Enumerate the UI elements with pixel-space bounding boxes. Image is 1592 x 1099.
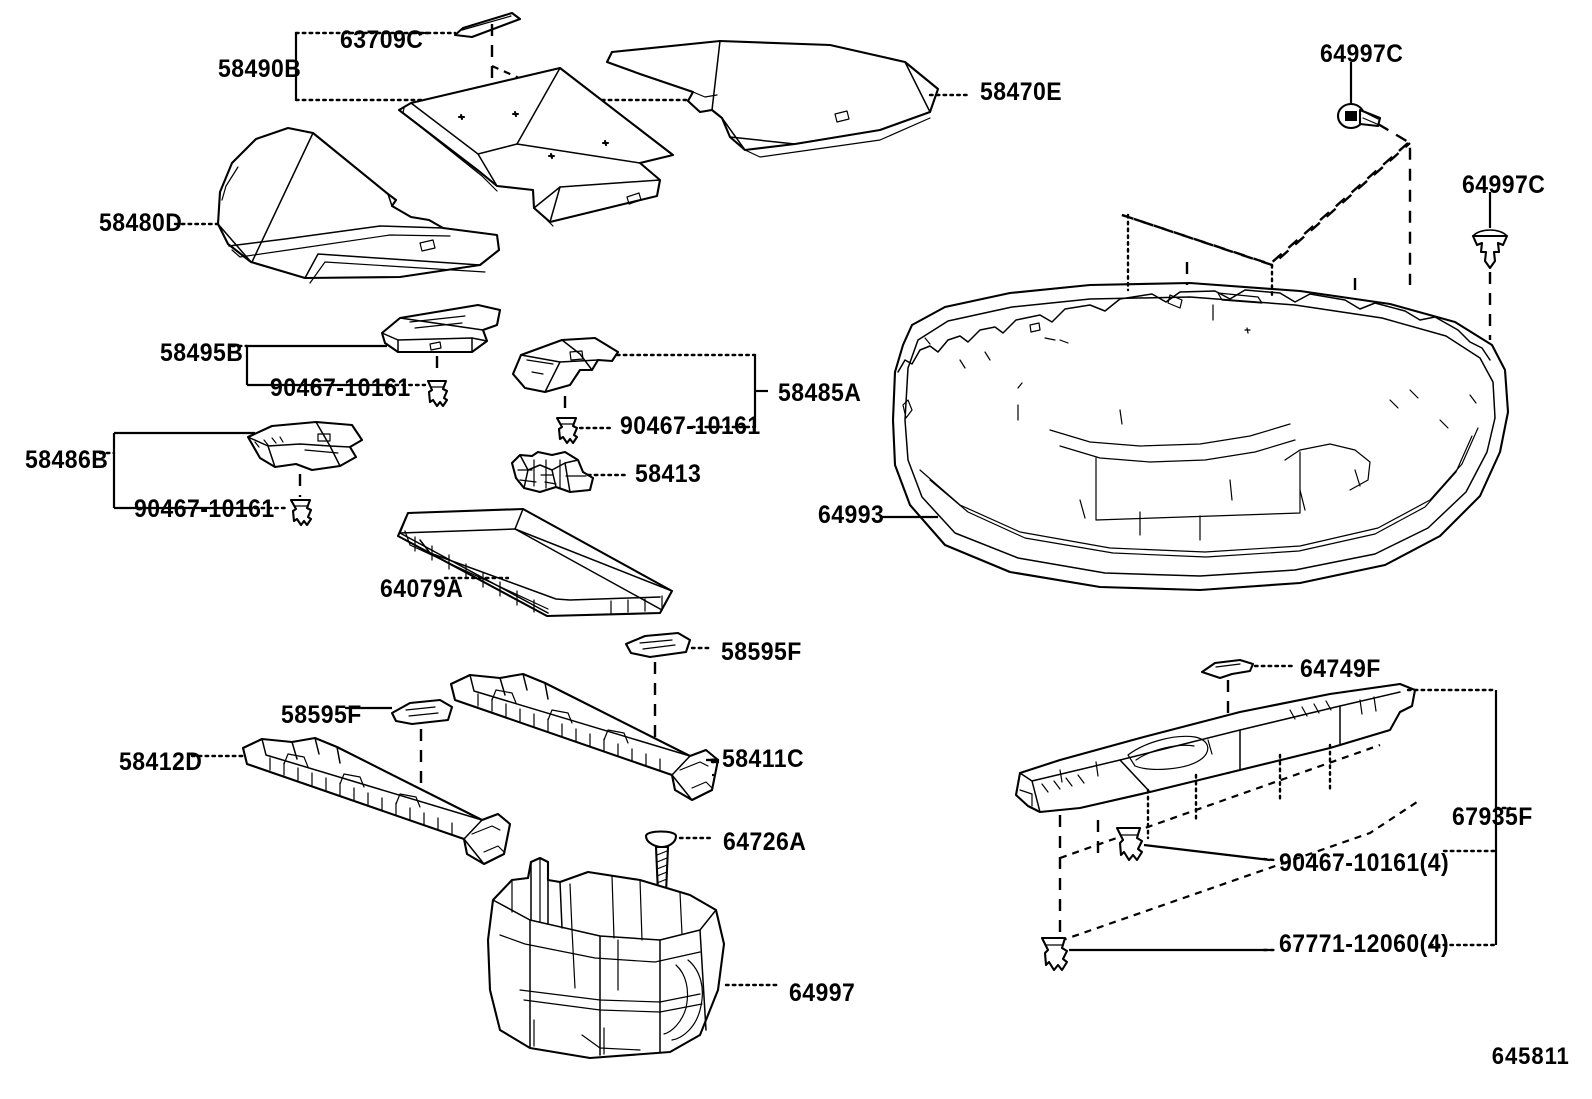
bracket-58486b <box>98 431 255 510</box>
part-64997 <box>486 856 726 1060</box>
part-58413 <box>510 450 595 494</box>
clip-90467-10161-b <box>555 416 579 445</box>
part-64749f <box>1200 658 1255 680</box>
part-64079a <box>396 507 674 618</box>
part-label-90467-10161-58495b: 90467-10161 <box>270 374 411 402</box>
part-label-64749f: 64749F <box>1300 655 1381 683</box>
part-label-58470e: 58470E <box>980 78 1063 106</box>
assembly-line-67935f-b <box>1059 799 1421 943</box>
part-58470e <box>605 39 940 158</box>
diagram-number: 645811 <box>1492 1043 1570 1070</box>
clip-90467-10161-c <box>289 498 313 527</box>
part-label-90467-10161-58485a: 90467-10161 <box>620 412 761 440</box>
assembly-line-64997c-top-d <box>1121 142 1411 267</box>
fastener-64997c-top <box>1336 62 1382 130</box>
part-label-90467-10161-4: 90467-10161(4) <box>1279 849 1450 877</box>
part-label-58495b: 58495B <box>160 339 244 367</box>
part-label-90467-10161-58486b: 90467-10161 <box>134 495 275 523</box>
part-label-64997: 64997 <box>789 979 856 1007</box>
part-label-58485a: 58485A <box>778 379 862 407</box>
fastener-64997c-right <box>1471 192 1509 270</box>
part-label-67935f: 67935F <box>1452 803 1533 831</box>
assembly-line-67935f-c <box>1059 743 1381 860</box>
part-label-58486b: 58486B <box>25 446 109 474</box>
bracket-67935f <box>1406 688 1512 947</box>
part-label-64726a: 64726A <box>723 828 807 856</box>
part-58595f-right <box>624 631 692 659</box>
part-58480d <box>216 126 501 284</box>
part-63709c <box>453 11 522 39</box>
clip-90467-10161-4x <box>1115 826 1144 862</box>
part-label-58595f-right: 58595F <box>721 638 802 666</box>
part-label-58412d: 58412D <box>119 748 203 776</box>
part-label-67771-12060-4: 67771-12060(4) <box>1279 930 1450 958</box>
part-label-64079a: 64079A <box>380 575 464 603</box>
part-58595f-left <box>390 698 454 726</box>
clip-90467-10161-a <box>426 379 449 408</box>
part-58412d <box>241 736 512 866</box>
part-label-58490b: 58490B <box>218 55 302 83</box>
bracket-58485a <box>615 353 768 429</box>
part-58411c <box>449 672 720 802</box>
part-67935f <box>1014 682 1417 814</box>
part-label-64993: 64993 <box>818 501 885 529</box>
clip-67771-12060-4x <box>1040 936 1069 972</box>
assembly-line-64997c-top <box>1377 122 1412 285</box>
part-58495b <box>380 303 502 354</box>
bracket-58495b <box>230 344 387 387</box>
part-label-63709c: 63709C <box>340 26 424 54</box>
part-label-58595f-left: 58595F <box>281 701 362 729</box>
part-58485a <box>511 336 620 394</box>
leader-90467-10161-4x <box>1143 843 1271 862</box>
part-64993 <box>891 281 1510 592</box>
part-58486b <box>246 420 364 472</box>
part-label-58411c: 58411C <box>722 745 805 773</box>
part-label-58480d: 58480D <box>99 209 183 237</box>
part-58490b-mat <box>397 66 675 227</box>
part-label-64997c-right: 64997C <box>1462 171 1546 199</box>
part-label-58413: 58413 <box>635 460 702 488</box>
part-label-64997c-top: 64997C <box>1320 40 1404 68</box>
assembly-line-64997c-top-b <box>1121 142 1409 266</box>
